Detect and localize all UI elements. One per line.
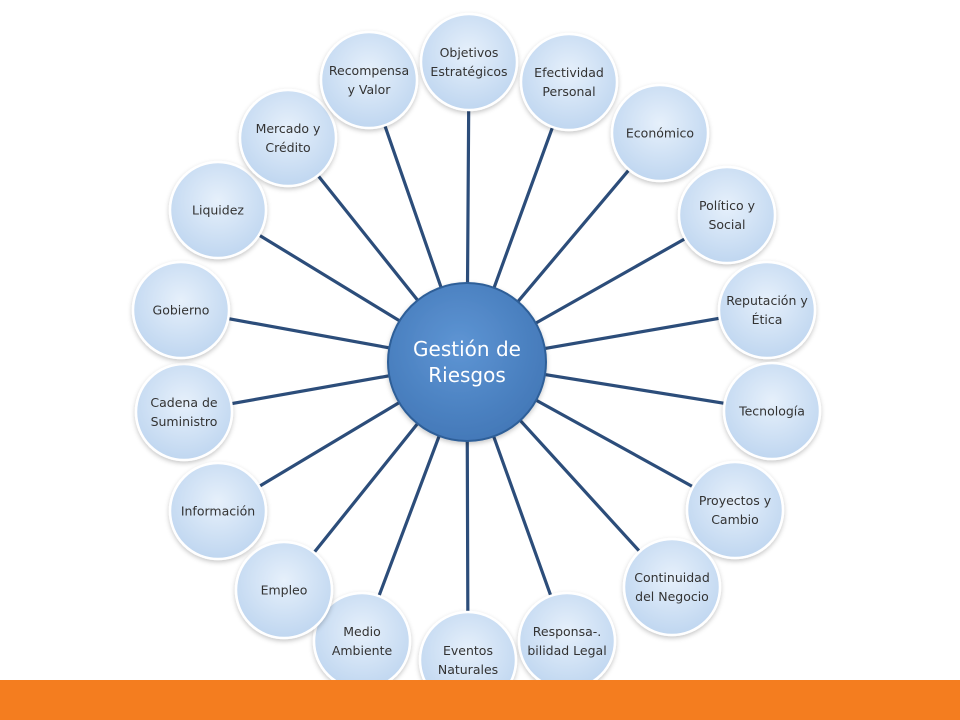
- node-label: Ambiente: [332, 643, 393, 658]
- node-politico-social: Político y Social: [677, 165, 777, 265]
- node-empleo: Empleo: [234, 540, 334, 640]
- node-label: Político y: [699, 198, 756, 213]
- node-circle: [519, 32, 619, 132]
- node-label: Continuidad: [634, 570, 710, 585]
- node-circle: [168, 160, 268, 260]
- node-label: Estratégicos: [430, 64, 507, 79]
- node-mercado-credito: Mercado y Crédito: [238, 88, 338, 188]
- node-label: Personal: [542, 84, 595, 99]
- node-label: Tecnología: [738, 404, 805, 419]
- node-label: Efectividad: [534, 65, 604, 80]
- node-circle: [685, 460, 785, 560]
- node-circle: [517, 591, 617, 691]
- node-gobierno: Gobierno: [131, 260, 231, 360]
- node-label: Social: [708, 217, 745, 232]
- node-circle: [238, 88, 338, 188]
- node-tecnologia: Tecnología: [722, 361, 822, 461]
- node-label: Ética: [752, 312, 783, 327]
- node-label: Gobierno: [153, 303, 210, 318]
- node-continuidad-negocio: Continuidad del Negocio: [622, 537, 722, 637]
- node-label: Económico: [626, 126, 694, 141]
- node-reputacion-etica: Reputación y Ética: [717, 260, 817, 360]
- node-circle: [610, 83, 710, 183]
- node-informacion: Información: [168, 461, 268, 561]
- node-economico: Económico: [610, 83, 710, 183]
- node-label: del Negocio: [635, 589, 709, 604]
- node-liquidez: Liquidez: [168, 160, 268, 260]
- node-circle: [319, 30, 419, 130]
- node-label: Responsa-.: [533, 624, 602, 639]
- node-label: Mercado y: [256, 121, 321, 136]
- node-label: Crédito: [265, 140, 310, 155]
- node-proyectos-cambio: Proyectos y Cambio: [685, 460, 785, 560]
- node-circle: [622, 537, 722, 637]
- node-label: Liquidez: [192, 203, 244, 218]
- node-circle: [419, 12, 519, 112]
- footer-bar: [0, 680, 960, 720]
- node-label: bilidad Legal: [527, 643, 606, 658]
- node-label: Objetivos: [440, 45, 499, 60]
- center-label: Gestión de: [413, 337, 521, 361]
- node-label: y Valor: [348, 82, 392, 97]
- center-circle: [387, 282, 547, 442]
- node-circle: [717, 260, 817, 360]
- node-label: Empleo: [261, 583, 308, 598]
- node-responsabilidad-legal: Responsa-. bilidad Legal: [517, 591, 617, 691]
- node-label: Reputación y: [726, 293, 808, 308]
- node-circle: [234, 540, 334, 640]
- center-label: Riesgos: [428, 363, 506, 387]
- node-label: Recompensa: [329, 63, 409, 78]
- node-label: Suministro: [151, 414, 218, 429]
- node-label: Cadena de: [150, 395, 218, 410]
- node-circle: [722, 361, 822, 461]
- node-label: Medio: [343, 624, 381, 639]
- node-recompensa-valor: Recompensa y Valor: [319, 30, 419, 130]
- node-circle: [134, 362, 234, 462]
- node-label: Eventos: [443, 643, 493, 658]
- node-label: Información: [181, 504, 255, 519]
- node-cadena-suministro: Cadena de Suministro: [134, 362, 234, 462]
- node-label: Proyectos y: [699, 493, 772, 508]
- node-circle: [677, 165, 777, 265]
- node-label: Naturales: [438, 662, 498, 677]
- node-circle: [131, 260, 231, 360]
- node-circle: [168, 461, 268, 561]
- node-label: Cambio: [711, 512, 759, 527]
